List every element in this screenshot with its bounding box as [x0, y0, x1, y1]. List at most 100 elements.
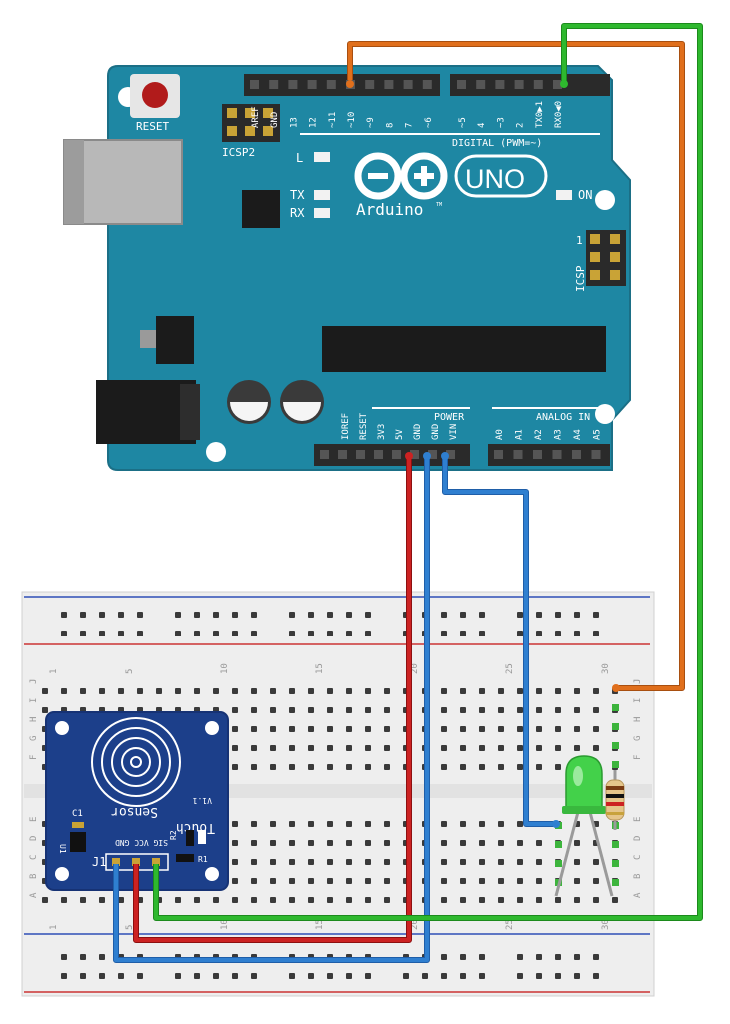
sensor-title-line1: Touch: [176, 820, 215, 835]
digital-pin-socket: [457, 80, 466, 89]
power-pin-label: RESET: [359, 412, 369, 440]
row-letter: A: [29, 892, 39, 898]
power-rail-holes: [168, 604, 262, 636]
resistor: [605, 770, 625, 830]
digital-pin-socket: [533, 80, 543, 89]
digital-label: DIGITAL (PWM=~): [452, 138, 542, 149]
sensor-version: V1.1: [193, 796, 212, 805]
digital-pin-socket: [365, 80, 375, 89]
digital-pin-label: ~9: [366, 117, 376, 128]
led-on: [556, 190, 572, 200]
row-letter: J: [633, 679, 643, 684]
column-number: 25: [505, 919, 515, 930]
sensor-title-line2: Sensor: [111, 804, 158, 819]
column-number: 10: [220, 663, 230, 674]
header-pin-socket: [446, 450, 455, 459]
digital-pin-socket: [514, 80, 524, 89]
row-letter: B: [29, 874, 39, 879]
row-letter: E: [633, 817, 643, 822]
icsp2-label: ICSP2: [222, 146, 255, 159]
analog-label: ANALOG IN: [536, 412, 590, 423]
led-tx: [314, 190, 330, 200]
led-l: [314, 152, 330, 162]
header-pin-socket: [572, 450, 581, 459]
power-pin-label: IOREF: [341, 413, 351, 440]
header-pin-socket: [591, 450, 601, 459]
row-letter: H: [29, 717, 39, 722]
header-pin-socket: [552, 450, 562, 459]
power-rail-holes: [396, 944, 490, 984]
led-rx: [314, 208, 330, 218]
header-pin-socket: [428, 450, 437, 459]
analog-pin-label: A0: [495, 429, 505, 440]
power-pin-label: 5V: [395, 429, 405, 440]
row-letter: F: [29, 755, 39, 760]
column-number: 30: [601, 663, 611, 674]
icsp-label: ICSP: [574, 265, 587, 292]
reset-label: RESET: [136, 120, 169, 133]
row-letter: C: [29, 855, 39, 860]
row-letter: G: [633, 736, 643, 741]
u1-label: U1: [58, 844, 67, 854]
row-letter: E: [29, 817, 39, 822]
column-number: 5: [125, 669, 135, 674]
touch-pad[interactable]: [91, 717, 181, 807]
digital-pin-socket: [403, 80, 413, 89]
green-led: [554, 755, 614, 897]
digital-pin-label: 4: [477, 123, 487, 128]
column-number: 30: [601, 919, 611, 930]
digital-pin-label: RX0◀0: [554, 101, 564, 128]
digital-pin-socket: [326, 80, 336, 89]
digital-pin-label: 7: [405, 123, 415, 128]
brand-name: Arduino: [356, 200, 423, 219]
analog-header: [488, 444, 610, 466]
digital-header: [244, 74, 610, 96]
power-pin-label: GND: [413, 424, 423, 440]
digital-pin-label: AREF: [251, 106, 261, 128]
column-number: 15: [315, 663, 325, 674]
digital-pin-socket: [269, 80, 279, 89]
r2-label: R2: [169, 830, 178, 840]
column-number: 1: [49, 925, 59, 930]
row-letter: B: [633, 874, 643, 879]
header-pin-socket: [338, 450, 347, 459]
column-number: 20: [410, 919, 420, 930]
row-letter: F: [633, 755, 643, 760]
analog-pin-label: A5: [593, 429, 603, 440]
power-label: POWER: [434, 412, 465, 423]
row-letter: G: [29, 736, 39, 741]
analog-pin-label: A3: [554, 429, 564, 440]
analog-pin-label: A2: [534, 429, 544, 440]
digital-pin-label: ~10: [347, 112, 357, 128]
digital-pin-sockets: [250, 80, 562, 89]
header-pin-socket: [410, 450, 419, 459]
digital-pin-socket: [553, 80, 562, 89]
power-rail-holes: [282, 604, 376, 636]
sensor-ic: [70, 832, 86, 852]
column-number: 10: [220, 919, 230, 930]
digital-pin-socket: [476, 80, 486, 89]
brand-trademark: TM: [436, 202, 442, 208]
microcontroller: [322, 326, 606, 372]
header-pin-socket: [513, 450, 523, 459]
c1-label: C1: [72, 809, 83, 819]
mounting-hole: [206, 442, 226, 462]
r1-label: R1: [198, 855, 208, 864]
on-label: ON: [578, 188, 592, 202]
led-tx-label: TX: [290, 188, 305, 202]
column-number: 20: [410, 663, 420, 674]
column-number: 5: [125, 925, 135, 930]
digital-pin-label: TX0▶1: [535, 101, 545, 128]
header-pin-socket: [356, 450, 365, 459]
touch-sensor-module: Touch Sensor V1.1 C1 U1 R2 R1 SIG VCC GN…: [45, 711, 229, 891]
header-pin-socket: [494, 450, 503, 459]
power-pin-label: GND: [431, 424, 441, 440]
row-letter: I: [633, 698, 643, 703]
digital-pin-label: ~11: [328, 112, 338, 128]
row-letter: D: [633, 836, 643, 841]
row-letter: I: [29, 698, 39, 703]
power-rail-holes: [510, 944, 610, 984]
header-pin-socket: [320, 450, 329, 459]
